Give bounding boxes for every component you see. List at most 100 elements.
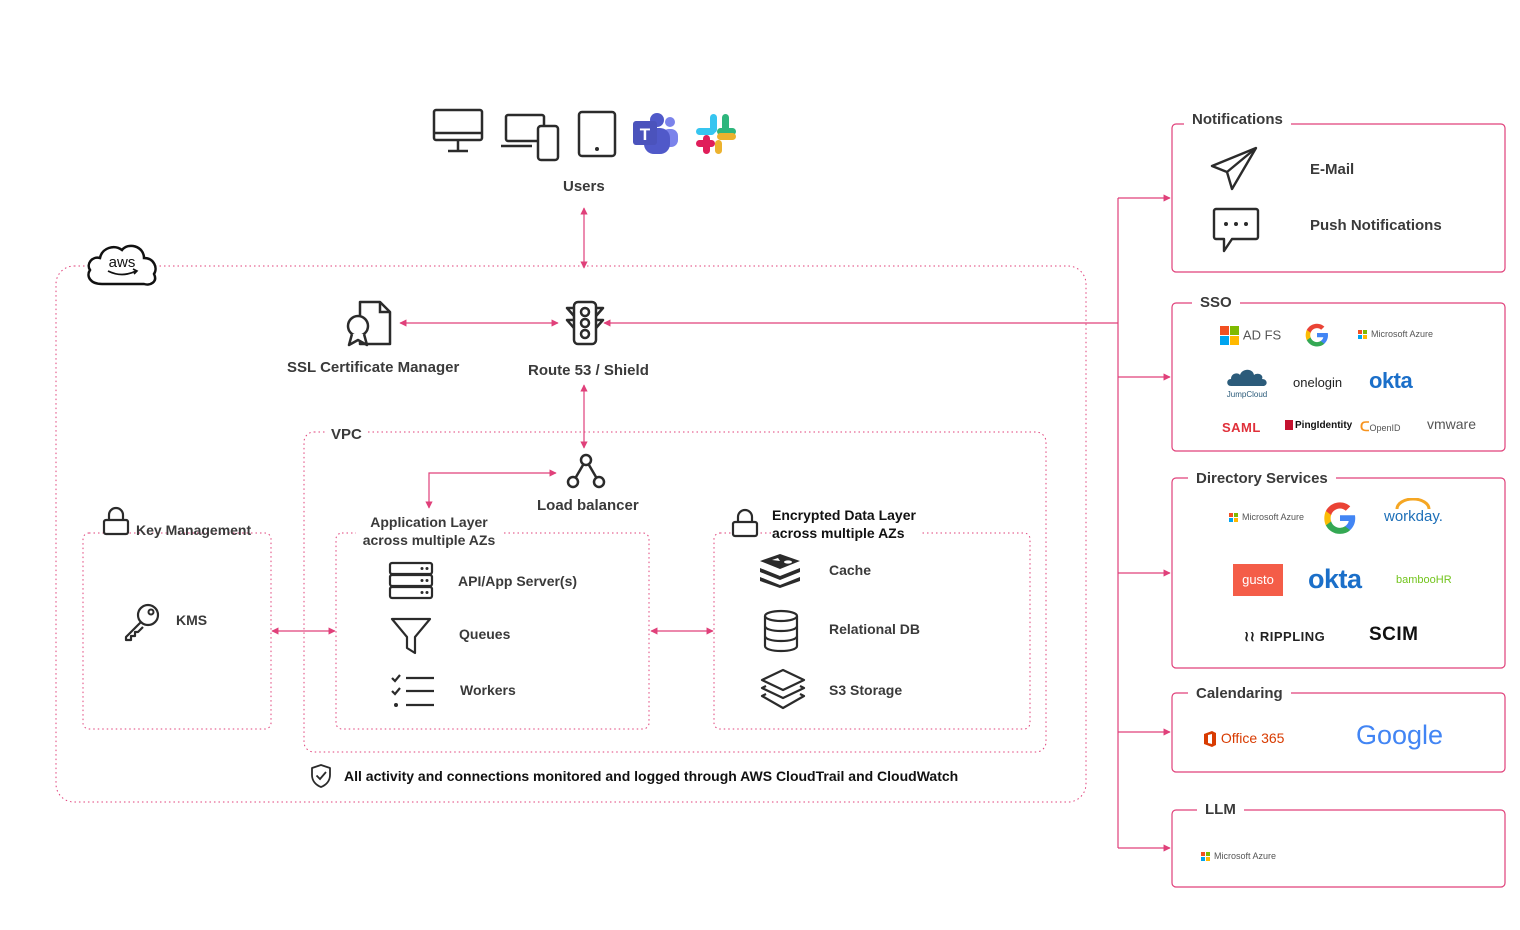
redis-cache-icon [760,554,800,588]
workday-arc-icon [1395,498,1431,510]
svg-text:aws: aws [109,254,136,271]
data-layer-title-line1: Encrypted Data Layer [772,507,916,523]
openid-logo: ᑕOpenID [1360,419,1401,435]
microsoft-grid-icon [1229,512,1239,523]
ssl-certificate-icon [346,300,392,347]
office365-logo: Office 365 [1203,730,1285,748]
paper-plane-icon [1210,146,1258,191]
adfs-logo: AD FS [1220,326,1281,346]
app-layer-title-line1: Application Layer [370,514,488,530]
okta-logo-sso: okta [1369,368,1413,393]
traffic-light-icon [565,300,605,346]
aws-cloud-logo: aws [87,244,157,286]
gusto-logo: gusto [1233,564,1283,596]
vpc-label: VPC [327,426,366,443]
microsoft-azure-logo-sso: Microsoft Azure [1358,329,1433,340]
notifications-title: Notifications [1184,111,1291,128]
data-lock-icon [731,508,759,538]
aws-boundary [55,265,1087,803]
kms-label: KMS [176,612,208,628]
saml-logo: SAML [1222,420,1261,435]
key-icon [124,603,160,642]
llm-title: LLM [1197,801,1244,818]
microsoft-azure-text: Microsoft Azure [1214,851,1277,861]
lb-app-arrow [425,469,557,509]
data-item-cache: Cache [829,562,872,578]
app-item-workers: Workers [460,682,516,698]
office-icon [1204,731,1216,748]
tablet-icon [577,110,617,158]
onelogin-logo: onelogin [1293,375,1343,390]
vmware-logo: vmware [1427,416,1477,432]
server-icon [388,561,434,600]
checklist-icon [391,674,434,707]
rippling-logo: ≀≀ RIPPLING [1244,628,1325,645]
rippling-mark-icon: ≀≀ [1244,628,1260,644]
funnel-icon [390,617,432,655]
layers-storage-icon [760,668,806,710]
pingidentity-logo: PingIdentity [1285,420,1352,431]
data-layer-title-line2: across multiple AZs [772,525,905,541]
svg-text:T: T [640,125,651,144]
pingidentity-text: PingIdentity [1295,420,1353,431]
notifications-panel [1171,123,1506,273]
sso-title: SSO [1192,294,1240,311]
data-layer-box [713,532,1031,730]
key-management-box [82,532,272,730]
app-layer-title-line2: across multiple AZs [362,532,496,548]
microsoft-grid-icon [1358,329,1368,340]
microsoft-grid-icon [1201,851,1211,862]
calendaring-title: Calendaring [1188,685,1291,702]
desktop-monitor-icon [432,108,484,153]
sso-panel [1171,302,1506,452]
openid-mark-icon: ᑕ [1360,419,1370,434]
laptop-and-phone-icon [501,113,560,162]
microsoft-azure-text: Microsoft Azure [1371,329,1434,339]
data-item-s3-storage: S3 Storage [829,682,903,698]
shield-check-icon [311,764,331,788]
okta-logo-directory: okta [1308,564,1362,594]
google-wordmark-text: Google [1356,720,1444,750]
monitoring-footer-text: All activity and connections monitored a… [344,768,959,784]
jumpcloud-logo: JumpCloud [1224,366,1270,399]
data-layer-title: Encrypted Data Layer across multiple AZs [772,507,922,541]
jumpcloud-cloud-icon [1227,369,1267,386]
app-layer-title: Application Layer across multiple AZs [356,514,502,548]
app-layer-box [335,532,650,730]
directory-services-title: Directory Services [1188,470,1336,487]
rippling-text: RIPPLING [1259,629,1326,644]
directory-panel [1171,477,1506,669]
route53-shield-label: Route 53 / Shield [528,362,649,379]
gusto-text: gusto [1242,572,1274,587]
openid-text: OpenID [1369,423,1401,433]
office365-text: Office 365 [1220,730,1285,746]
microsoft-azure-text: Microsoft Azure [1242,512,1305,522]
chat-bubble-icon [1212,207,1260,253]
microsoft-azure-logo-directory: Microsoft Azure [1229,512,1304,523]
jumpcloud-text: JumpCloud [1226,390,1268,399]
ssl-certificate-manager-label: SSL Certificate Manager [287,359,460,376]
llm-panel [1171,809,1506,888]
notification-push: Push Notifications [1310,217,1442,234]
bamboohr-logo: bambooHR [1396,574,1452,586]
workday-logo: workday. [1384,498,1443,526]
google-wordmark-logo: Google [1356,720,1443,751]
ping-red-mark [1285,420,1293,431]
workday-text: workday. [1384,508,1443,525]
load-balancer-label: Load balancer [537,497,639,514]
database-icon [763,609,799,653]
windows-flag-icon [1220,326,1239,345]
lock-icon [102,506,130,536]
app-item-api-server: API/App Server(s) [458,573,578,589]
users-label: Users [563,178,605,195]
scim-logo: SCIM [1369,624,1419,645]
slack-icon [696,114,736,154]
microsoft-teams-icon: T [633,113,678,154]
google-g-icon [1305,323,1328,347]
google-g-icon [1324,502,1356,534]
calendaring-panel [1171,692,1506,773]
data-item-relational-db: Relational DB [829,621,921,637]
notification-email: E-Mail [1310,161,1355,178]
adfs-text: AD FS [1242,327,1282,343]
